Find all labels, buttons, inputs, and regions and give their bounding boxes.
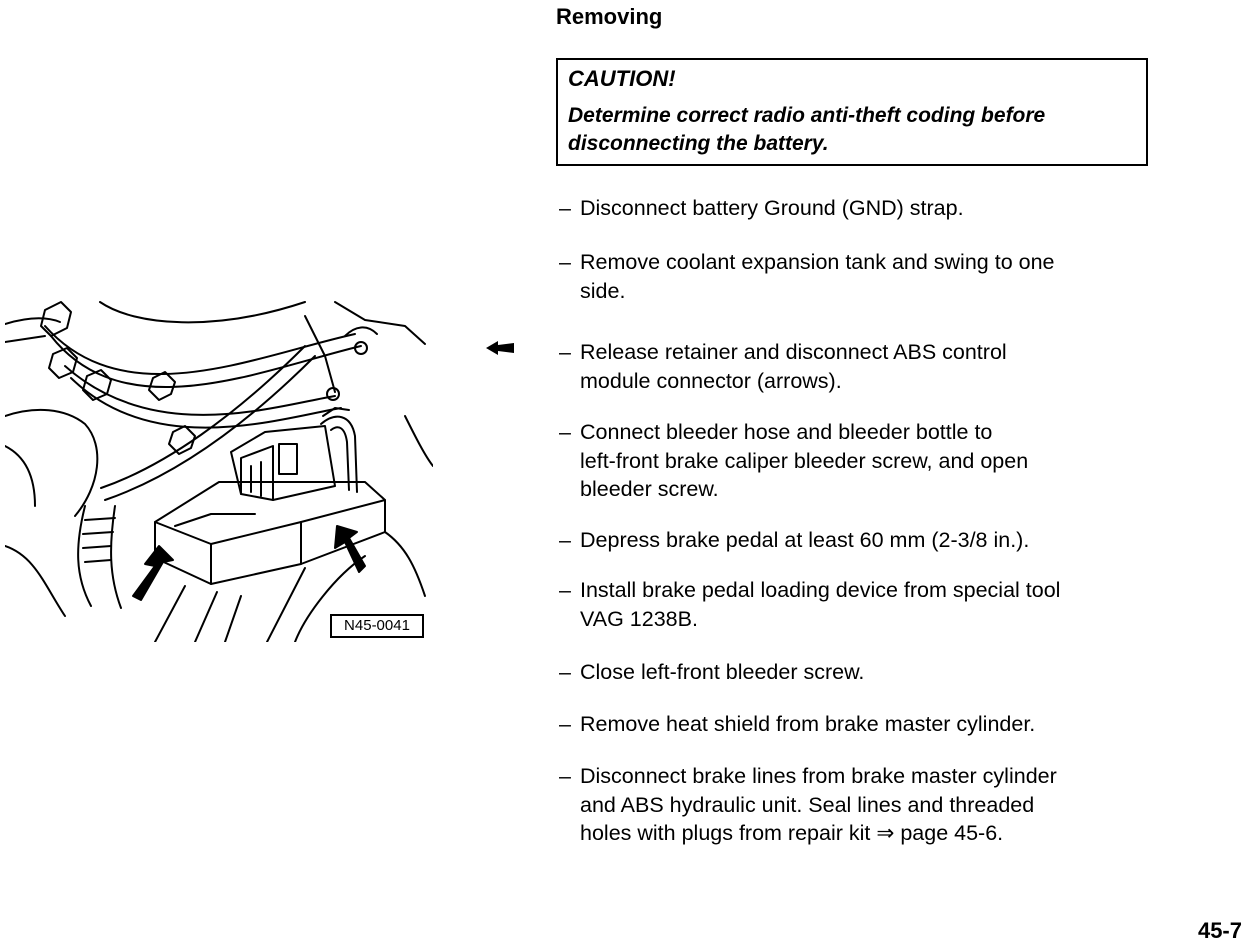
step-line: VAG 1238B. [580, 606, 698, 631]
step-line: Install brake pedal loading device from … [580, 578, 1061, 602]
step-line: Close left-front bleeder screw. [580, 660, 865, 684]
step-line: Remove coolant expansion tank and swing … [580, 250, 1055, 274]
caution-box: CAUTION! Determine correct radio anti-th… [556, 58, 1148, 166]
step-line: Disconnect battery Ground (GND) strap. [580, 196, 964, 220]
step-line: Connect bleeder hose and bleeder bottle … [580, 420, 993, 444]
figure-label: N45-0041 [330, 614, 424, 638]
step-line: holes with plugs from repair kit ⇒ page … [580, 821, 1004, 845]
abs-control-module-illustration [5, 301, 433, 642]
step-dash: – [559, 764, 571, 788]
step-line: bleeder screw. [580, 477, 719, 501]
step-line: and ABS hydraulic unit. Seal lines and t… [580, 792, 1035, 817]
step-line: Release retainer and disconnect ABS cont… [580, 340, 1007, 364]
step-dash: – [559, 250, 571, 274]
step-dash: – [559, 528, 571, 552]
step-line: side. [580, 278, 626, 303]
caution-line: disconnecting the battery. [568, 132, 829, 155]
page-number: 45-7 [1197, 918, 1242, 943]
step-line: Remove heat shield from brake master cyl… [580, 712, 1036, 736]
step-dash: – [559, 660, 571, 684]
step-line: left-front brake caliper bleeder screw, … [580, 448, 1029, 473]
step-line: Depress brake pedal at least 60 mm (2-3/… [580, 528, 1030, 552]
step-line: Disconnect brake lines from brake master… [580, 764, 1057, 788]
caution-line: Determine correct radio anti-theft codin… [568, 104, 1046, 127]
section-heading: Removing [556, 4, 663, 29]
left-pointer-arrow-icon [486, 341, 514, 355]
caution-text: Determine correct radio anti-theft codin… [568, 102, 1136, 158]
step-dash: – [559, 420, 571, 444]
caution-title: CAUTION! [568, 66, 676, 91]
step-dash: – [559, 712, 571, 736]
step-line: module connector (arrows). [580, 368, 842, 393]
step-dash: – [559, 578, 571, 602]
step-dash: – [559, 340, 571, 364]
step-dash: – [559, 196, 571, 220]
